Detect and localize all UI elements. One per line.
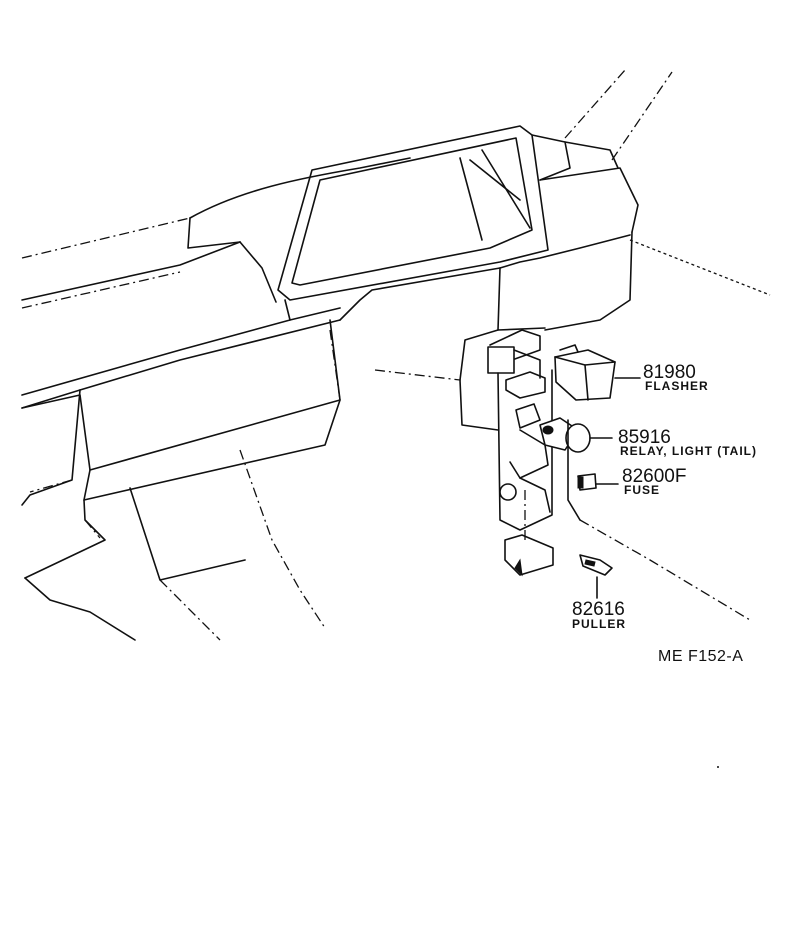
junction-block — [487, 329, 554, 577]
part-number-flasher: 81980 — [643, 362, 696, 383]
part-number-fuse: 82600F — [622, 466, 687, 487]
puller-part — [579, 554, 613, 599]
flasher-part — [554, 344, 641, 401]
part-name-fuse: FUSE — [624, 483, 661, 497]
relay-part — [539, 417, 613, 453]
harness-extension — [579, 519, 751, 621]
part-number-relay: 85916 — [618, 427, 671, 448]
fuse-part — [577, 473, 619, 491]
part-number-puller: 82616 — [572, 599, 625, 620]
dashboard-outline — [21, 69, 771, 641]
stray-mark — [717, 766, 719, 768]
part-name-relay: RELAY, LIGHT (TAIL) — [620, 444, 757, 458]
part-name-flasher: FLASHER — [645, 379, 709, 393]
part-name-puller: PULLER — [572, 617, 626, 631]
harness-line — [567, 419, 581, 521]
figure-reference: ME F152-A — [658, 648, 744, 665]
